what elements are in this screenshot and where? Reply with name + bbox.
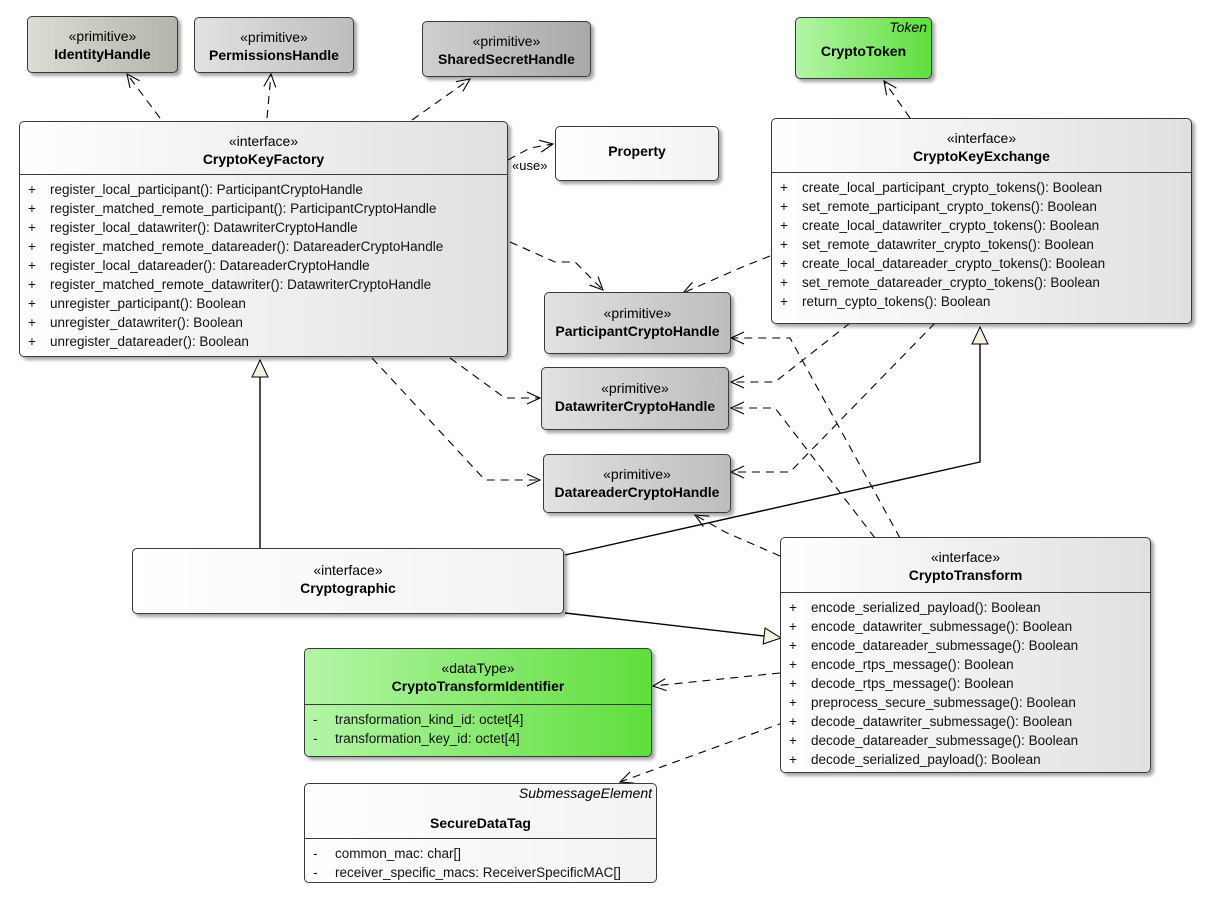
property-class[interactable]: Property [555,126,719,181]
operation: +set_remote_datareader_crypto_tokens(): … [780,275,1100,290]
stereotype: «primitive» [603,466,671,482]
stereotype: «interface» [946,130,1017,146]
class-name: Cryptographic [300,580,396,596]
secure-data-tag-class[interactable]: SubmessageElement SecureDataTag -common_… [304,783,657,883]
operation: +unregister_participant(): Boolean [28,296,246,311]
operations-compartment: +register_local_participant(): Participa… [20,174,507,351]
datawriter-crypto-handle-class[interactable]: «primitive» DatawriterCryptoHandle [541,367,729,430]
use-label: «use» [512,158,548,173]
dep-factory-sharedsecret [411,78,472,121]
operation: +register_matched_remote_participant(): … [28,201,437,216]
class-name: PermissionsHandle [209,47,339,63]
class-name: DatareaderCryptoHandle [554,484,720,500]
class-name: SharedSecretHandle [438,51,575,67]
permissions-handle-class[interactable]: «primitive» PermissionsHandle [194,17,354,73]
dep-exchange-participant [681,255,771,294]
operation: +set_remote_datawriter_crypto_tokens(): … [780,237,1094,252]
dep-factory-participant [509,241,604,291]
attributes-compartment: -transformation_kind_id: octet[4] -trans… [305,704,651,748]
class-name: CryptoToken [820,43,907,59]
class-name: CryptoTransform [908,567,1023,583]
operation: +register_local_participant(): Participa… [28,182,363,197]
identity-handle-class[interactable]: «primitive» IdentityHandle [27,16,178,73]
shared-secret-handle-class[interactable]: «primitive» SharedSecretHandle [422,21,591,77]
operation: +decode_serialized_payload(): Boolean [789,752,1041,767]
gen-cryptographic-exchange [564,325,989,556]
dep-exchange-datawriter [729,322,851,389]
operation: +preprocess_secure_submessage(): Boolean [789,695,1076,710]
operation: +encode_rtps_message(): Boolean [789,657,1014,672]
operation: +register_matched_remote_datawriter(): D… [28,277,432,292]
class-name: CryptoTransformIdentifier [391,678,565,694]
stereotype: «primitive» [240,29,308,45]
operation: +return_cypto_tokens(): Boolean [780,294,991,309]
operation: +register_local_datareader(): Datareader… [28,258,370,273]
operation: +encode_datawriter_submessage(): Boolean [789,619,1073,634]
dep-transform-datareader [693,514,781,557]
operation: +create_local_datareader_crypto_tokens()… [780,256,1106,271]
crypto-transform-identifier-class[interactable]: «dataType» CryptoTransformIdentifier -tr… [304,648,652,757]
operation: +encode_datareader_submessage(): Boolean [789,638,1079,653]
dep-exchange-datareader [729,322,936,479]
cryptographic-class[interactable]: «interface» Cryptographic [132,548,564,614]
operation: +register_local_datawriter(): Datawriter… [28,220,358,235]
participant-crypto-handle-class[interactable]: «primitive» ParticipantCryptoHandle [544,292,731,354]
crypto-key-factory-class[interactable]: «interface» CryptoKeyFactory +register_l… [19,121,508,357]
dep-factory-permissions [263,72,277,119]
operation: +create_local_datawriter_crypto_tokens()… [780,218,1100,233]
crypto-token-class[interactable]: Token CryptoToken [795,17,932,79]
dep-transform-participant [729,331,901,539]
operations-compartment: +encode_serialized_payload(): Boolean +e… [781,592,1150,769]
stereotype: «primitive» [472,33,541,49]
attribute: -common_mac: char[] [313,846,462,861]
stereotype: «primitive» [603,305,672,321]
operation: +unregister_datawriter(): Boolean [28,315,243,330]
operation: +unregister_datareader(): Boolean [28,334,249,349]
tagged-type: Token [889,19,927,35]
operation: +create_local_participant_crypto_tokens(… [780,180,1103,195]
stereotype: «interface» [930,549,1001,565]
crypto-key-exchange-class[interactable]: «interface» CryptoKeyExchange +create_lo… [771,118,1192,324]
dep-factory-datawriter [449,357,542,405]
class-name: Property [608,143,666,159]
operation: +decode_rtps_message(): Boolean [789,676,1014,691]
attribute: -transformation_kind_id: octet[4] [313,712,524,727]
operation: +register_matched_remote_datareader(): D… [28,239,444,254]
stereotype: «interface» [228,133,299,149]
operations-compartment: +create_local_participant_crypto_tokens(… [772,172,1191,311]
datareader-crypto-handle-class[interactable]: «primitive» DatareaderCryptoHandle [543,454,731,513]
class-name: IdentityHandle [54,46,151,62]
attribute: -transformation_key_id: octet[4] [313,731,520,746]
attributes-compartment: -common_mac: char[] -receiver_specific_m… [305,838,656,882]
stereotype: «interface» [313,562,383,578]
class-name: DatawriterCryptoHandle [554,398,716,414]
class-name: SecureDataTag [430,815,531,831]
dep-transform-datawriter [729,401,876,539]
tagged-type: SubmessageElement [518,785,652,801]
dep-transform-identifier [651,672,781,692]
class-name: CryptoKeyFactory [202,151,325,167]
dep-transform-securedatatag [618,721,786,784]
crypto-transform-class[interactable]: «interface» CryptoTransform +encode_seri… [780,537,1151,773]
class-name: CryptoKeyExchange [913,148,1050,164]
stereotype: «dataType» [441,660,515,676]
dep-factory-identity [126,72,161,119]
class-name: ParticipantCryptoHandle [555,323,720,339]
operation: +decode_datawriter_submessage(): Boolean [789,714,1073,729]
operation: +decode_datareader_submessage(): Boolean [789,733,1079,748]
dep-exchange-token [883,79,911,119]
stereotype: «primitive» [601,380,669,396]
operation: +encode_serialized_payload(): Boolean [789,600,1041,615]
operation: +set_remote_participant_crypto_tokens():… [780,199,1097,214]
gen-cryptographic-transform [564,612,783,645]
dep-factory-datareader [371,357,542,487]
stereotype: «primitive» [68,28,137,44]
attribute: -receiver_specific_macs: ReceiverSpecifi… [313,865,621,880]
